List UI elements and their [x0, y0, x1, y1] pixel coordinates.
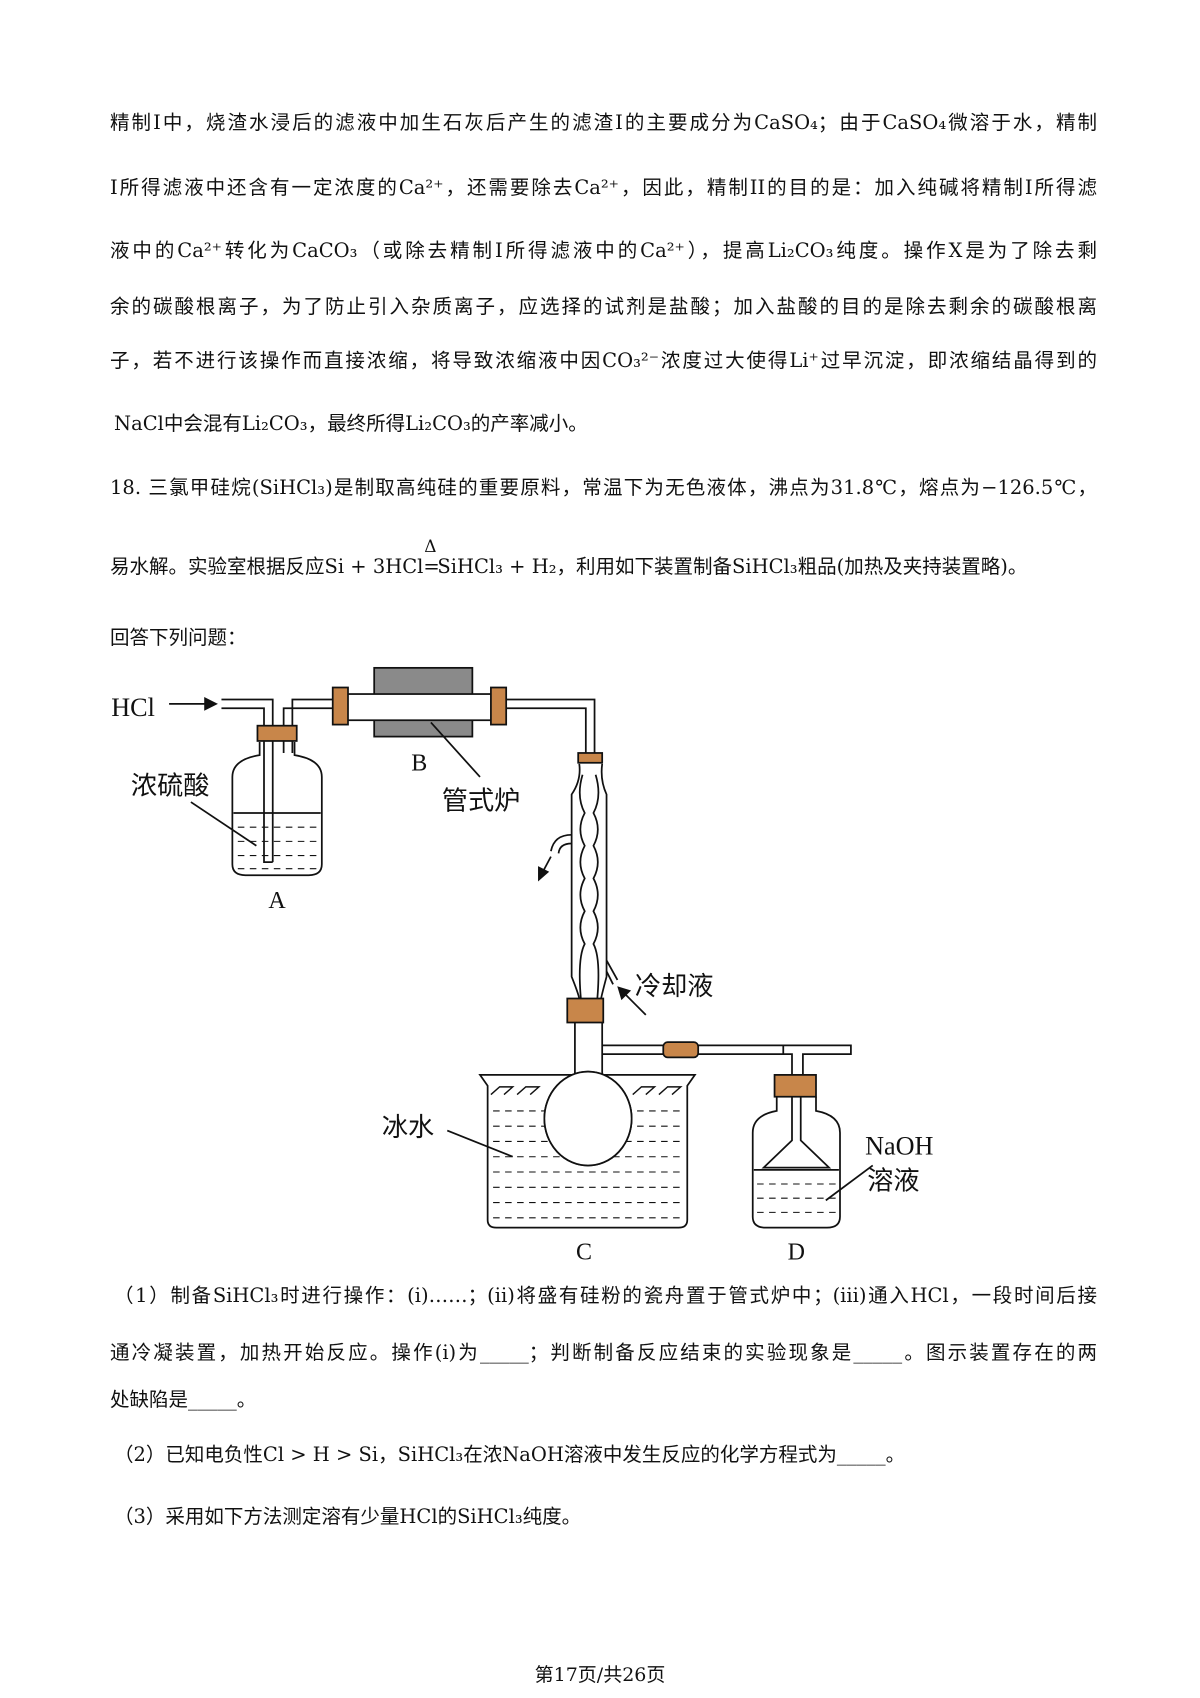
subquestion-line: 通冷凝装置，加热开始反应。操作(i)为_____；判断制备反应结束的实验现象是_…: [110, 1341, 1097, 1364]
label-d: D: [788, 1239, 805, 1265]
paragraph-line: 精制I中，烧渣水浸后的滤液中加生石灰后产生的滤渣I的主要成分为CaSO₄；由于C…: [110, 111, 1097, 134]
heating-condition: Δ: [424, 537, 437, 557]
paragraph-line: 液中的Ca²⁺转化为CaCO₃（或除去精制I所得滤液中的Ca²⁺），提高Li₂C…: [110, 239, 1097, 262]
leader-line: [430, 721, 481, 778]
naoh-label: NaOH: [865, 1132, 933, 1161]
solution-label: 溶液: [867, 1166, 919, 1195]
hcl-label: HCl: [111, 693, 155, 722]
subquestion-line: （1）制备SiHCl₃时进行操作：(i)……；(ii)将盛有硅粉的瓷舟置于管式炉…: [114, 1284, 1097, 1307]
subquestion-line: （3）采用如下方法测定溶有少量HCl的SiHCl₃纯度。: [114, 1505, 582, 1528]
stopper: [566, 997, 605, 1024]
leader-line: [190, 801, 257, 847]
label-c: C: [576, 1239, 592, 1265]
condenser: [550, 763, 619, 1015]
page-number: 第17页/共26页: [534, 1664, 666, 1686]
coolant-label: 冷却液: [635, 972, 714, 1001]
reaction-prefix: 易水解。实验室根据反应Si + 3HCl: [110, 555, 424, 578]
paragraph-line: NaCl中会混有Li₂CO₃，最终所得Li₂CO₃的产率减小。: [114, 412, 588, 435]
ice-water-label: 冰水: [382, 1113, 434, 1142]
leader-line: [446, 1129, 514, 1158]
arrow-head: [204, 696, 218, 711]
leader-line: [825, 1164, 874, 1202]
label-b: B: [411, 750, 427, 776]
question-prompt: 回答下列问题：: [110, 626, 247, 649]
bottle-a: [231, 724, 323, 877]
paragraph-line: 子，若不进行该操作而直接浓缩，将导致浓缩液中因CO₃²⁻浓度过大使得Li⁺过早沉…: [110, 349, 1097, 372]
reaction-arrow: Δ=: [423, 537, 440, 579]
subquestion-line: 处缺陷是_____。: [110, 1388, 257, 1411]
ice-bath-beaker: [478, 1070, 697, 1229]
furnace-label: 管式炉: [442, 787, 521, 816]
equals-sign: =: [423, 555, 440, 578]
coolant-arrow: [623, 992, 647, 1016]
stopper: [577, 752, 604, 764]
reaction-suffix: SiHCl₃ + H₂，利用如下装置制备SiHCl₃粗品(加热及夹持装置略)。: [437, 555, 1028, 578]
question-stem-line: 18. 三氯甲硅烷(SiHCl₃)是制取高纯硅的重要原料，常温下为无色液体，沸点…: [110, 476, 1097, 499]
stopper: [773, 1074, 817, 1098]
paragraph-line: I所得滤液中还含有一定浓度的Ca²⁺，还需要除去Ca²⁺，因此，精制II的目的是…: [110, 176, 1097, 199]
subquestion-line: （2）已知电负性Cl > H > Si，SiHCl₃在浓NaOH溶液中发生反应的…: [114, 1443, 906, 1466]
bottle-d: [751, 1074, 841, 1229]
paragraph-line: 余的碳酸根离子，为了防止引入杂质离子，应选择的试剂是盐酸；加入盐酸的目的是除去剩…: [110, 295, 1097, 318]
rubber-connector: [662, 1041, 700, 1059]
acid-label: 浓硫酸: [131, 771, 210, 800]
furnace-tube: [346, 693, 494, 722]
connector: [490, 686, 508, 726]
inlet-tube: [221, 698, 274, 863]
label-a: A: [268, 888, 286, 914]
stopper: [256, 724, 298, 742]
connecting-tube: [506, 698, 596, 753]
connector: [331, 686, 349, 726]
